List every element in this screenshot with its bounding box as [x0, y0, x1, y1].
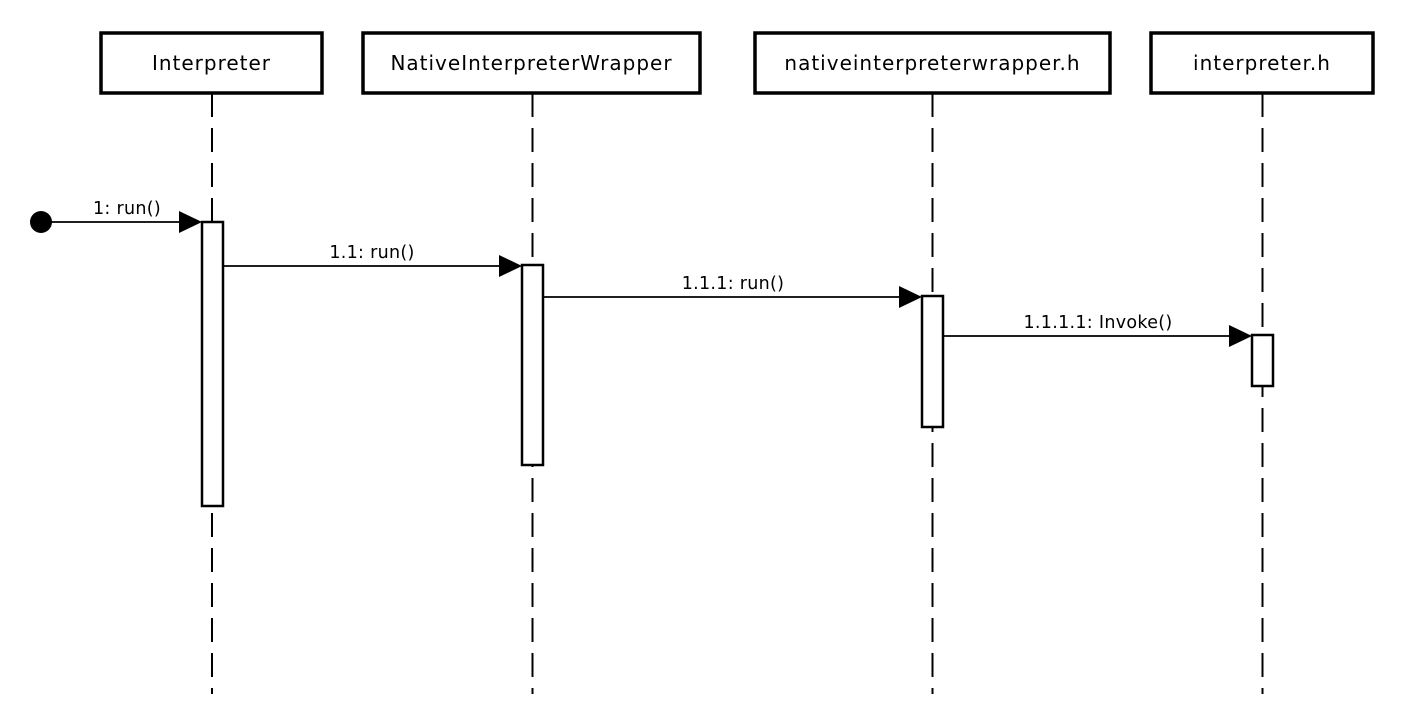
activation-bar-interpreter-h — [1250, 333, 1275, 388]
message-label-1: 1: run() — [93, 199, 161, 219]
activation-bar-interpreter — [200, 220, 225, 508]
actor-box-nativeinterpreterwrapper-h — [753, 31, 1112, 95]
actor-box-interpreter-h — [1149, 31, 1375, 95]
actor-box-interpreter — [99, 31, 324, 95]
message-label-4: 1.1.1.1: Invoke() — [1023, 313, 1172, 333]
actor-label-nativeinterpreterwrapper-h: nativeinterpreterwrapper.h — [784, 51, 1080, 75]
message-arrowhead-icon-4 — [1229, 325, 1252, 347]
message-arrowhead-icon-2 — [499, 255, 522, 277]
actor-label-interpreter-h: interpreter.h — [1193, 51, 1331, 75]
activation-bar-nativeinterpreterwrapper — [520, 263, 545, 467]
actor-box-nativeinterpreterwrapper — [361, 31, 702, 95]
message-arrowhead-icon-3 — [899, 286, 922, 308]
message-arrowhead-icon-1 — [179, 211, 202, 233]
initial-node — [30, 211, 52, 233]
activation-bar-nativeinterpreterwrapper-h — [920, 294, 945, 429]
message-label-2: 1.1: run() — [329, 243, 414, 263]
actor-label-interpreter: Interpreter — [152, 51, 271, 75]
actor-label-nativeinterpreterwrapper: NativeInterpreterWrapper — [390, 51, 672, 75]
message-label-3: 1.1.1: run() — [682, 274, 785, 294]
